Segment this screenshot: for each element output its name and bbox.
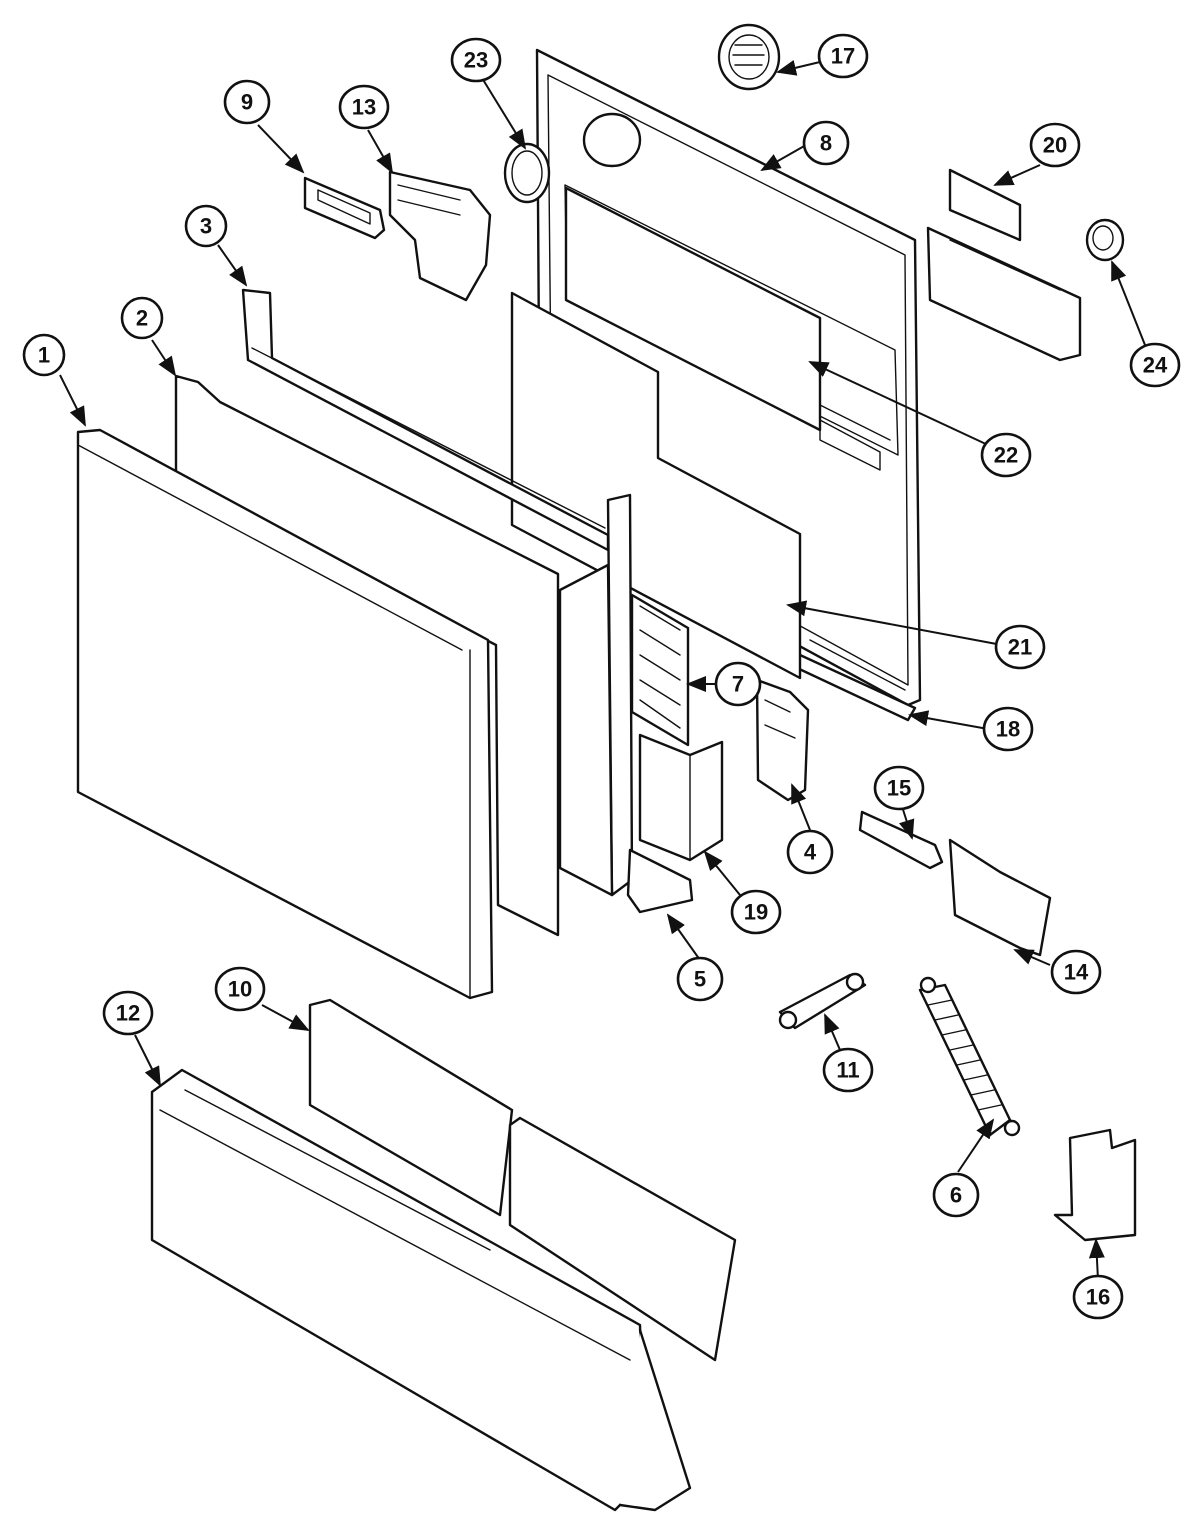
callout-label: 20 [1043, 133, 1067, 158]
callout-label: 7 [732, 672, 744, 697]
part-1-outer-door-panel [76, 428, 494, 1000]
callout-label: 8 [820, 131, 832, 156]
part-5-side-bracket-assembly [558, 493, 694, 914]
callout-label: 5 [694, 967, 706, 992]
part-12-control-panel [150, 1068, 692, 1512]
callout-24: 24 [1129, 342, 1181, 388]
callout-5: 5 [676, 956, 724, 1002]
callout-3: 3 [184, 204, 228, 248]
callouts: 1 2 3 4 5 6 7 8 9 10 11 12 13 14 15 16 1… [22, 33, 1181, 1320]
part-17-vent-cap [717, 23, 781, 91]
part-22-insulation-panel [564, 186, 822, 432]
callout-14: 14 [1050, 949, 1102, 995]
callout-2: 2 [120, 296, 164, 340]
callout-20: 20 [1029, 122, 1081, 168]
part-10-insulation-block [308, 998, 737, 1362]
callout-21: 21 [994, 624, 1046, 670]
callout-label: 22 [994, 443, 1018, 468]
callout-18: 18 [982, 706, 1034, 752]
part-21-insulation-panel [510, 291, 802, 680]
callout-10: 10 [214, 966, 266, 1012]
callout-label: 12 [116, 1001, 140, 1026]
callout-label: 2 [136, 306, 148, 331]
callout-17: 17 [817, 33, 869, 79]
part-13-latch-assembly [388, 170, 492, 302]
callout-label: 18 [996, 717, 1020, 742]
callout-label: 15 [887, 776, 911, 801]
callout-label: 21 [1008, 635, 1032, 660]
callout-label: 6 [950, 1183, 962, 1208]
callout-label: 14 [1064, 960, 1089, 985]
callout-label: 24 [1143, 353, 1168, 378]
callout-4: 4 [786, 829, 834, 875]
callout-1: 1 [22, 333, 66, 377]
callout-label: 16 [1086, 1285, 1110, 1310]
part-9-handle-insert [303, 176, 386, 240]
part-4-hinge-bracket [755, 678, 810, 802]
callout-label: 17 [831, 44, 855, 69]
part-6-spring [918, 976, 1021, 1137]
callout-label: 3 [200, 214, 212, 239]
part-14-cover-plate [948, 838, 1052, 957]
part-24-knob [1085, 218, 1125, 262]
part-23-ring-seal [503, 142, 551, 204]
leader-lines [59, 60, 1146, 1281]
callout-label: 11 [836, 1058, 859, 1083]
part-20-detergent-dispenser [926, 168, 1082, 362]
callout-23: 23 [450, 37, 502, 83]
part-16-corner-bracket [1053, 1128, 1137, 1242]
callout-label: 9 [241, 90, 253, 115]
callout-22: 22 [980, 432, 1032, 478]
callout-16: 16 [1072, 1274, 1124, 1320]
callout-15: 15 [873, 765, 925, 811]
callout-label: 1 [38, 343, 50, 368]
part-15-hinge-link [858, 810, 944, 870]
callout-9: 9 [223, 79, 271, 125]
callout-label: 10 [228, 977, 252, 1002]
callout-label: 23 [464, 48, 488, 73]
callout-11: 11 [822, 1047, 874, 1093]
callout-13: 13 [338, 84, 390, 130]
callout-7: 7 [714, 661, 762, 707]
callout-label: 19 [744, 900, 768, 925]
callout-12: 12 [102, 990, 154, 1036]
part-11-link [778, 972, 867, 1030]
callout-19: 19 [730, 889, 782, 935]
callout-label: 4 [804, 840, 817, 865]
callout-8: 8 [802, 120, 850, 166]
part-7-harness [630, 593, 690, 747]
part-19-control-box [638, 733, 724, 862]
callout-6: 6 [932, 1172, 980, 1218]
callout-label: 13 [352, 95, 376, 120]
